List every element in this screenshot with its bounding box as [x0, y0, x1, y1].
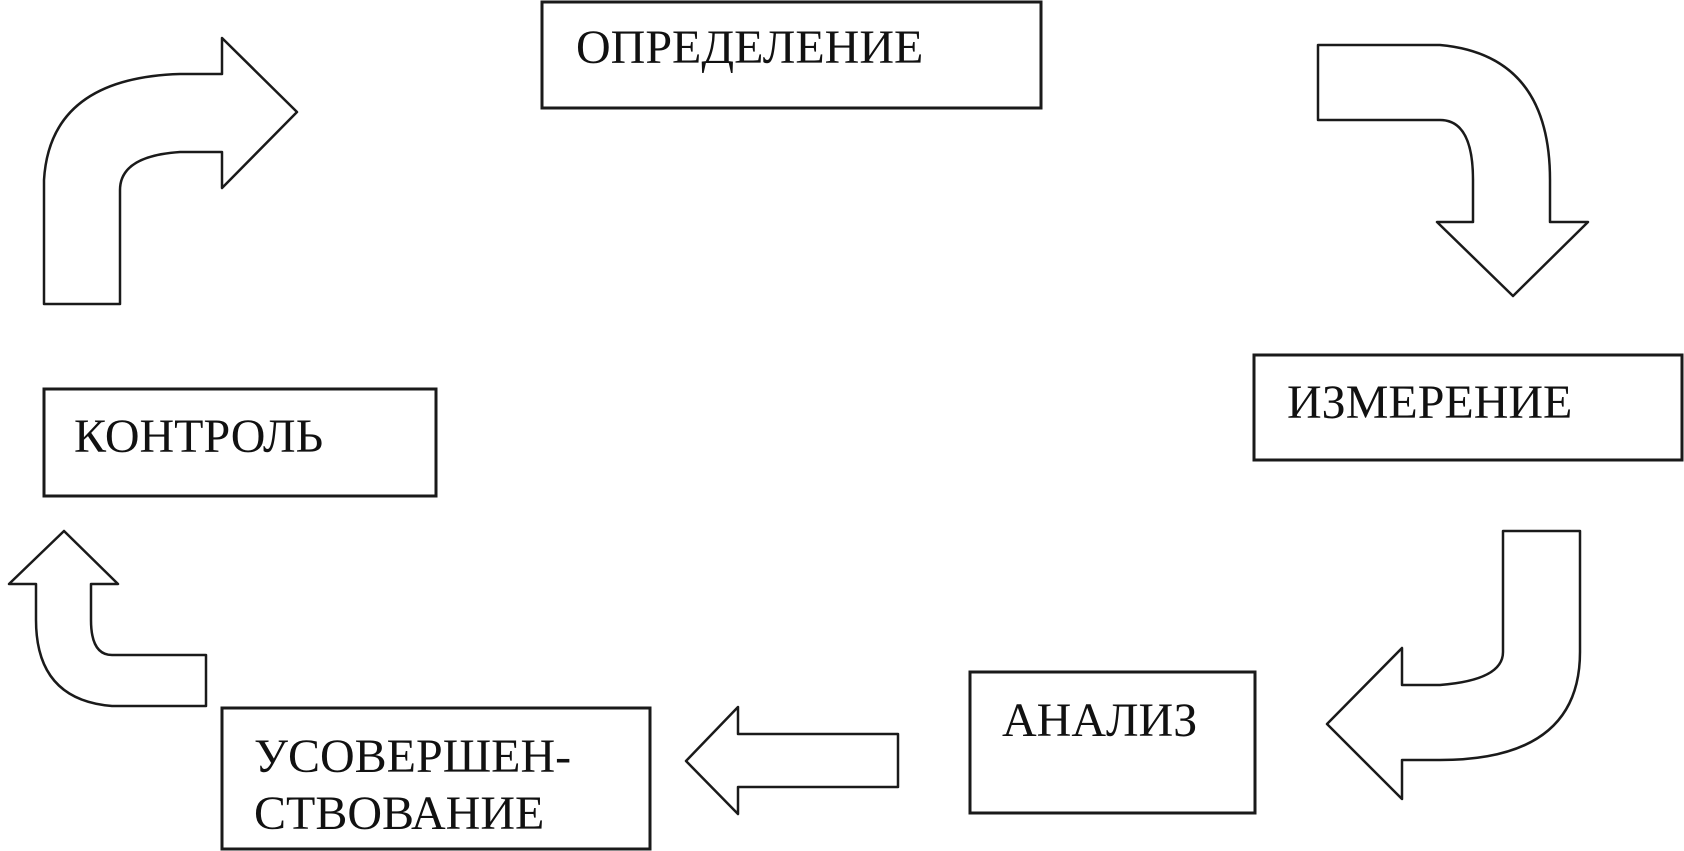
step-measure: ИЗМЕРЕНИЕ [1252, 353, 1684, 462]
step-analyze-box [968, 670, 1257, 815]
step-measure-box [1252, 353, 1684, 462]
arrow-control-to-define [42, 36, 299, 306]
arrow-measure-to-analyze [1325, 529, 1582, 801]
step-improve: УСОВЕРШЕН- СТВОВАНИЕ [220, 706, 652, 851]
step-improve-box [220, 706, 652, 851]
step-control-label: КОНТРОЛЬ [74, 410, 323, 463]
arrow-define-to-measure [1316, 43, 1590, 298]
step-define: ОПРЕДЕЛЕНИЕ [540, 0, 1043, 110]
arrow-analyze-to-improve [684, 705, 900, 816]
step-define-box [540, 0, 1043, 110]
step-improve-label-line2: СТВОВАНИЕ [254, 787, 544, 840]
step-improve-label-line1: УСОВЕРШЕН- [254, 730, 571, 783]
step-control-box [42, 387, 438, 498]
step-control: КОНТРОЛЬ [42, 387, 438, 498]
arrow-improve-to-control [7, 529, 208, 708]
step-measure-label: ИЗМЕРЕНИЕ [1287, 376, 1572, 429]
step-analyze: АНАЛИЗ [968, 670, 1257, 815]
step-analyze-label: АНАЛИЗ [1002, 694, 1197, 747]
step-define-label: ОПРЕДЕЛЕНИЕ [576, 21, 923, 74]
